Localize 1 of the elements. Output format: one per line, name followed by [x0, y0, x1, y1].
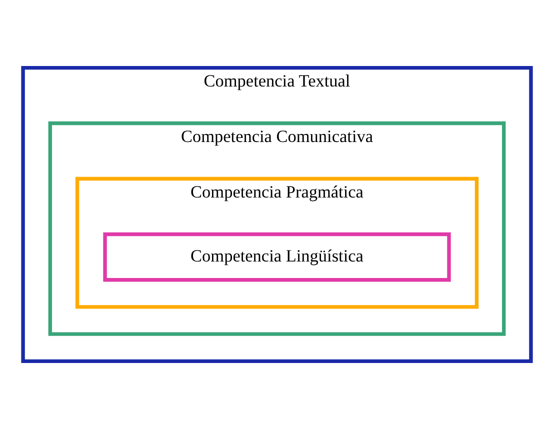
node-box: Competencia Lingüística	[103, 232, 451, 282]
